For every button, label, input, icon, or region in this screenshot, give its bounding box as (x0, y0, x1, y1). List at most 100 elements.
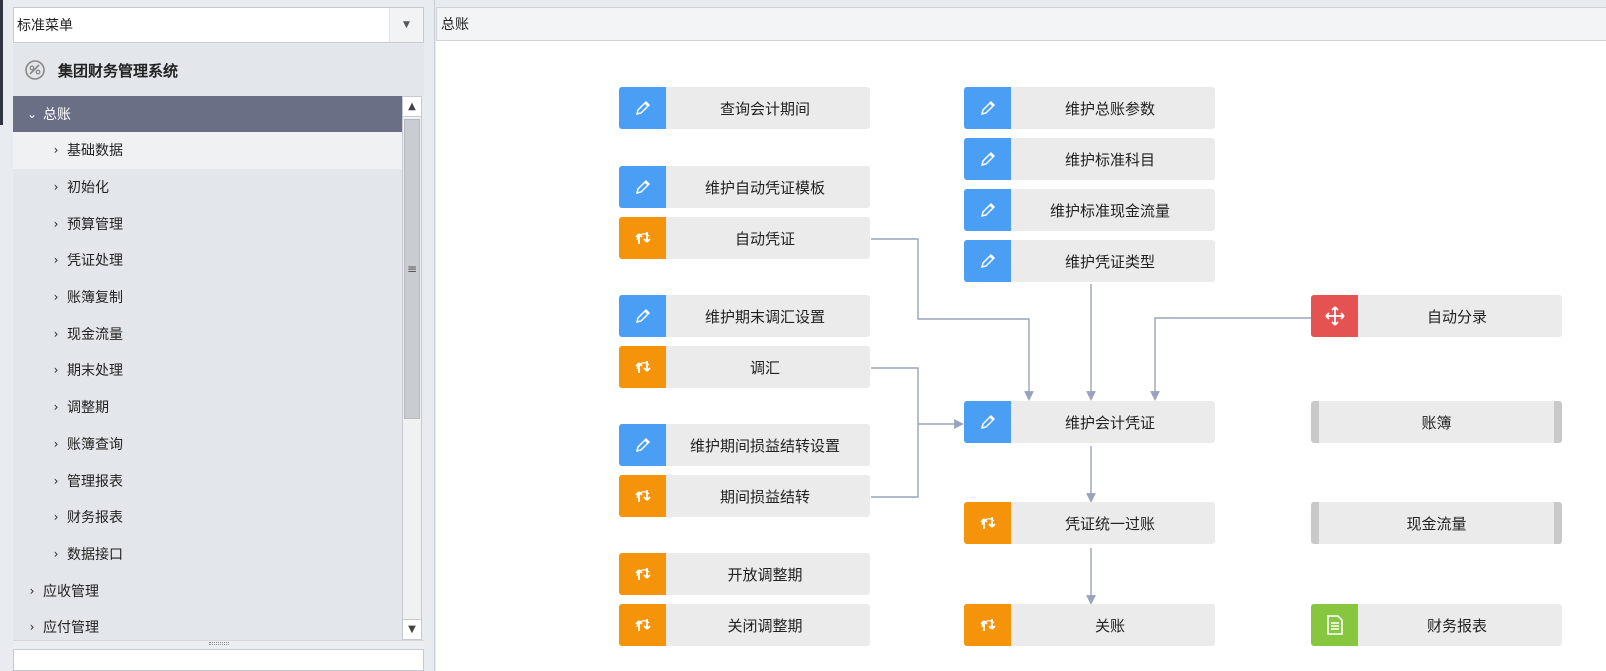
node-label: 期间损益结转 (719, 487, 810, 506)
process-icon (964, 604, 1011, 646)
chevron-right-icon: › (29, 620, 35, 635)
chevron-right-icon: › (53, 363, 59, 378)
node-maint-std-cashflow[interactable]: 维护标准现金流量 (964, 189, 1215, 231)
pencil-icon (964, 87, 1011, 129)
process-icon (619, 217, 666, 259)
process-icon (619, 475, 666, 517)
node-fin-report[interactable]: 财务报表 (1311, 604, 1562, 646)
connector-adjust-exchange (871, 367, 919, 498)
node-label: 开放调整期 (727, 565, 803, 584)
chevron-right-icon: › (53, 180, 59, 195)
node-label: 维护总账参数 (1064, 99, 1155, 118)
tree-item-voucher-processing[interactable]: › 凭证处理 (13, 242, 403, 279)
chevron-down-icon[interactable]: ▼ (389, 8, 423, 42)
node-maint-period-end-adj[interactable]: 维护期末调汇设置 (619, 295, 870, 337)
tree-item-label: 初始化 (67, 180, 109, 197)
chevron-right-icon: › (53, 546, 59, 561)
node-label: 维护自动凭证模板 (704, 178, 825, 197)
tree-item-label: 现金流量 (67, 326, 123, 343)
node-maint-pl-transfer[interactable]: 维护期间损益结转设置 (619, 424, 870, 466)
bottom-panel (13, 649, 424, 671)
node-pl-transfer[interactable]: 期间损益结转 (619, 475, 870, 517)
menu-type-select[interactable]: 标准菜单 ▼ (13, 7, 424, 43)
pencil-icon (619, 295, 666, 337)
pencil-icon (964, 401, 1011, 443)
tree-item-label: 账簿复制 (67, 290, 123, 307)
node-query-period[interactable]: 查询会计期间 (619, 87, 870, 129)
node-label: 关账 (1094, 616, 1125, 635)
node-adjust-exchange[interactable]: 调汇 (619, 346, 870, 388)
node-maint-gl-params[interactable]: 维护总账参数 (964, 87, 1215, 129)
tree-item-budget[interactable]: › 预算管理 (13, 205, 403, 242)
scrollbar-thumb[interactable] (404, 119, 420, 419)
menu-tree: ⌄ 总账 › 基础数据 › 初始化 › 预算管理 › 凭证处理 › 账簿复制 (13, 96, 403, 640)
node-label: 维护标准现金流量 (1049, 201, 1170, 220)
tree-item-financial-report[interactable]: › 财务报表 (13, 499, 403, 536)
tree-item-management-report[interactable]: › 管理报表 (13, 462, 403, 499)
node-open-adj-period[interactable]: 开放调整期 (619, 553, 870, 595)
tab-title: 总账 (441, 17, 469, 33)
tab-general-ledger[interactable]: 总账 (436, 7, 1606, 41)
document-icon (1311, 604, 1358, 646)
chevron-right-icon: › (53, 473, 59, 488)
node-label: 关闭调整期 (727, 616, 803, 635)
tree-item-period-end[interactable]: › 期末处理 (13, 352, 403, 389)
tree-group-general-ledger[interactable]: ⌄ 总账 (13, 96, 403, 132)
chevron-right-icon: › (53, 326, 59, 341)
pencil-icon (964, 138, 1011, 180)
system-header[interactable]: 集团财务管理系统 (13, 44, 424, 96)
workspace: 总账 (436, 0, 1606, 671)
connector-auto-voucher (871, 238, 1034, 401)
node-maint-auto-template[interactable]: 维护自动凭证模板 (619, 166, 870, 208)
chevron-right-icon: › (53, 290, 59, 305)
scroll-up-icon[interactable]: ▲ (403, 97, 421, 117)
chevron-down-icon: ⌄ (26, 107, 38, 121)
system-logo-icon (25, 60, 45, 80)
node-label: 维护会计凭证 (1064, 413, 1155, 432)
flow-connectors (871, 238, 1311, 605)
tree-item-basic-data[interactable]: › 基础数据 (13, 132, 403, 169)
menu-type-value: 标准菜单 (17, 18, 73, 34)
tree-group-receivables[interactable]: › 应收管理 (13, 572, 403, 609)
panel-resize-handle[interactable] (13, 640, 424, 649)
node-maint-voucher[interactable]: 维护会计凭证 (964, 401, 1215, 443)
tree-item-adjust-period[interactable]: › 调整期 (13, 389, 403, 426)
window-edge (0, 0, 3, 125)
node-close-adj-period[interactable]: 关闭调整期 (619, 604, 870, 646)
node-close-account[interactable]: 关账 (964, 604, 1215, 646)
navigation-panel: 标准菜单 ▼ 集团财务管理系统 ⌄ 总账 › 基础数据 › 初始化 (0, 0, 435, 671)
node-label: 财务报表 (1426, 616, 1487, 635)
chevron-right-icon: › (53, 400, 59, 415)
chevron-right-icon: › (53, 253, 59, 268)
node-auto-voucher[interactable]: 自动凭证 (619, 217, 870, 259)
node-auto-allocation[interactable]: 自动分录 (1311, 295, 1562, 337)
tree-item-label: 应付管理 (43, 620, 99, 637)
node-cash-flow[interactable]: 现金流量 (1311, 502, 1562, 544)
tree-item-label: 凭证处理 (67, 253, 123, 270)
node-post-voucher[interactable]: 凭证统一过账 (964, 502, 1215, 544)
tree-scrollbar[interactable]: ▲ ≡ ▼ (402, 96, 422, 640)
tree-item-cash-flow[interactable]: › 现金流量 (13, 315, 403, 352)
tree-item-ledger-query[interactable]: › 账簿查询 (13, 426, 403, 463)
node-label: 自动分录 (1426, 307, 1487, 326)
node-maint-std-accounts[interactable]: 维护标准科目 (964, 138, 1215, 180)
node-ledger[interactable]: 账簿 (1311, 401, 1562, 443)
tree-item-label: 期末处理 (67, 363, 123, 380)
tree-item-initialization[interactable]: › 初始化 (13, 169, 403, 206)
scroll-down-icon[interactable]: ▼ (403, 619, 421, 639)
tree-group-payables[interactable]: › 应付管理 (13, 609, 403, 640)
tree-item-data-interface[interactable]: › 数据接口 (13, 536, 403, 573)
tree-item-label: 应收管理 (43, 583, 99, 600)
process-icon (619, 346, 666, 388)
flow-canvas: 查询会计期间 维护自动凭证模板 自动凭证 维护期末调汇设置 (436, 41, 1606, 671)
tree-item-label: 预算管理 (67, 216, 123, 233)
system-title: 集团财务管理系统 (58, 61, 179, 80)
tree-item-ledger-copy[interactable]: › 账簿复制 (13, 279, 403, 316)
node-maint-voucher-type[interactable]: 维护凭证类型 (964, 240, 1215, 282)
node-label: 凭证统一过账 (1064, 514, 1155, 533)
process-icon (619, 604, 666, 646)
node-label: 调汇 (749, 358, 780, 377)
pencil-icon (964, 189, 1011, 231)
chevron-right-icon: › (53, 143, 59, 158)
chevron-right-icon: › (29, 583, 35, 598)
